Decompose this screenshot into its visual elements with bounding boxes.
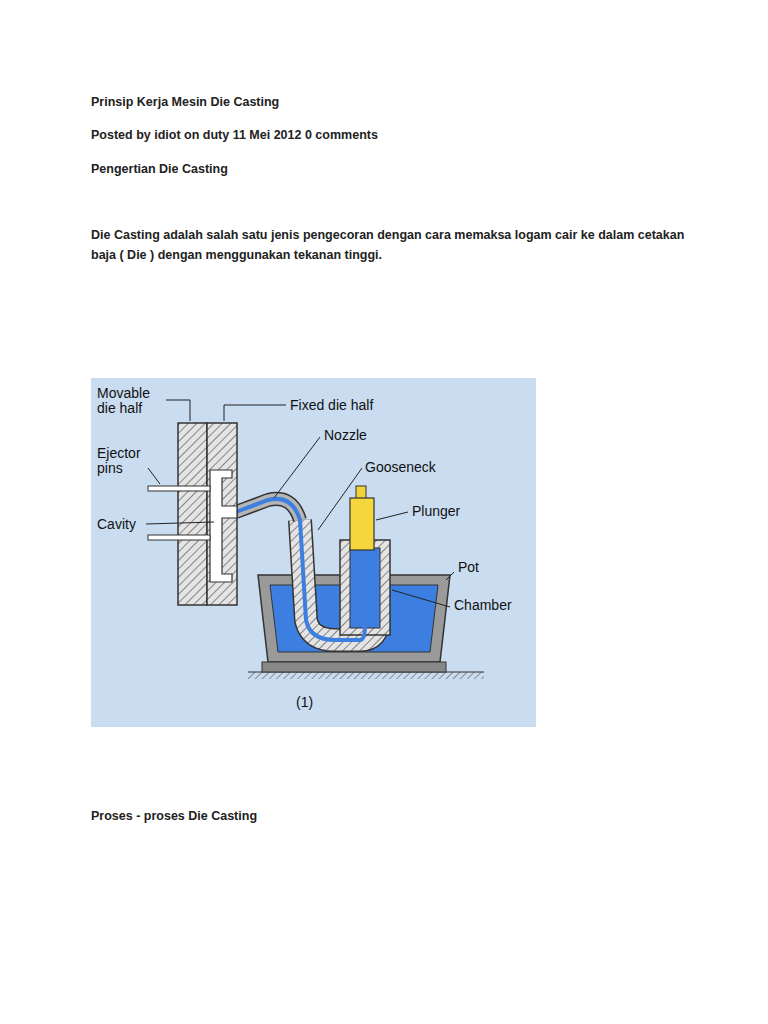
part-label: Plunger [412, 504, 460, 519]
paragraph: Die Casting adalah salah satu jenis peng… [91, 225, 701, 265]
movable-die-half [178, 423, 207, 605]
part-label: Movable die half [97, 386, 165, 416]
metal-channel [236, 499, 365, 640]
part-label: Gooseneck [365, 460, 436, 475]
leader-lines [146, 400, 454, 607]
part-label: Ejector pins [97, 446, 157, 476]
cavity [210, 470, 237, 582]
section-heading: Pengertian Die Casting [91, 159, 228, 179]
part-label: Cavity [97, 517, 136, 532]
plunger [350, 498, 374, 550]
post-meta: Posted by idiot on duty 11 Mei 2012 0 co… [91, 125, 378, 145]
page-title: Prinsip Kerja Mesin Die Casting [91, 92, 279, 112]
part-label: Fixed die half [290, 398, 373, 413]
section-heading: Proses - proses Die Casting [91, 806, 257, 826]
part-label: Chamber [454, 598, 512, 613]
fixed-die-half [207, 423, 237, 605]
chamber [340, 540, 390, 635]
part-label: Pot [458, 560, 479, 575]
image-panel [91, 378, 536, 727]
figure-number: (1) [296, 695, 313, 710]
part-label: Nozzle [324, 428, 367, 443]
